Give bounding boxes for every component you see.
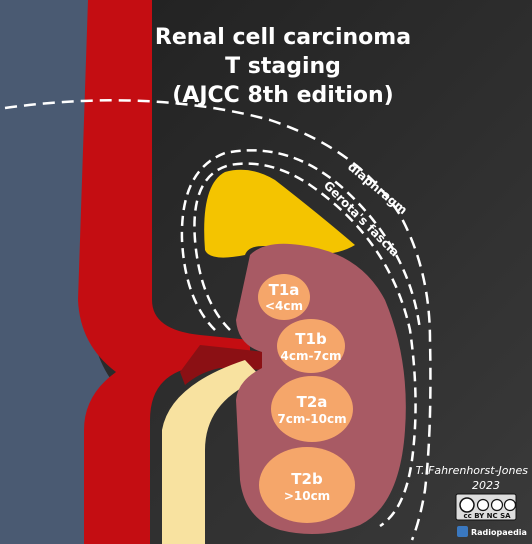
radiopaedia-logo: Radiopaedia [457, 526, 527, 537]
t1b-name: T1b [295, 330, 327, 348]
by-icon [476, 498, 490, 512]
sa-icon [503, 498, 517, 512]
perirenal-fat [162, 360, 262, 544]
tumor-t2a: T2a 7cm-10cm [271, 376, 353, 442]
credit-author: T. Fahrenhorst-Jones [416, 464, 529, 477]
tumor-t2b: T2b >10cm [259, 447, 355, 523]
credit-year: 2023 [472, 479, 500, 492]
t1a-size: <4cm [265, 299, 303, 313]
tumor-t1a: T1a <4cm [258, 274, 310, 320]
t2b-size: >10cm [284, 489, 330, 503]
radiopaedia-brand: Radiopaedia [471, 528, 527, 537]
adrenal-gland [204, 169, 355, 258]
aorta-vessel [78, 0, 250, 544]
t1b-size: 4cm-7cm [281, 349, 342, 363]
gerota-outer-line [180, 149, 422, 331]
title-line-1: Renal cell carcinoma [155, 25, 411, 50]
cc-license-badge: cc BY NC SA [455, 493, 517, 521]
nc-icon [490, 498, 504, 512]
title-line-3: (AJCC 8th edition) [172, 83, 393, 108]
tumor-t1b: T1b 4cm-7cm [277, 319, 345, 373]
tumor-t2a-blob [271, 376, 353, 442]
cc-icon [459, 497, 475, 513]
diaphragm-line [4, 99, 432, 541]
t2b-name: T2b [291, 470, 323, 488]
title-line-2: T staging [225, 54, 341, 79]
tumor-t2b-blob [259, 447, 355, 523]
tumor-t1a-blob [258, 274, 310, 320]
t2a-name: T2a [297, 393, 328, 411]
tumor-t1b-blob [277, 319, 345, 373]
t2a-size: 7cm-10cm [277, 412, 346, 426]
gerota-fascia-line [193, 162, 417, 528]
radiopaedia-icon [457, 526, 468, 537]
renal-vessel-branch [180, 345, 265, 385]
t1a-name: T1a [269, 281, 300, 299]
cc-license-text: cc BY NC SA [463, 512, 511, 520]
